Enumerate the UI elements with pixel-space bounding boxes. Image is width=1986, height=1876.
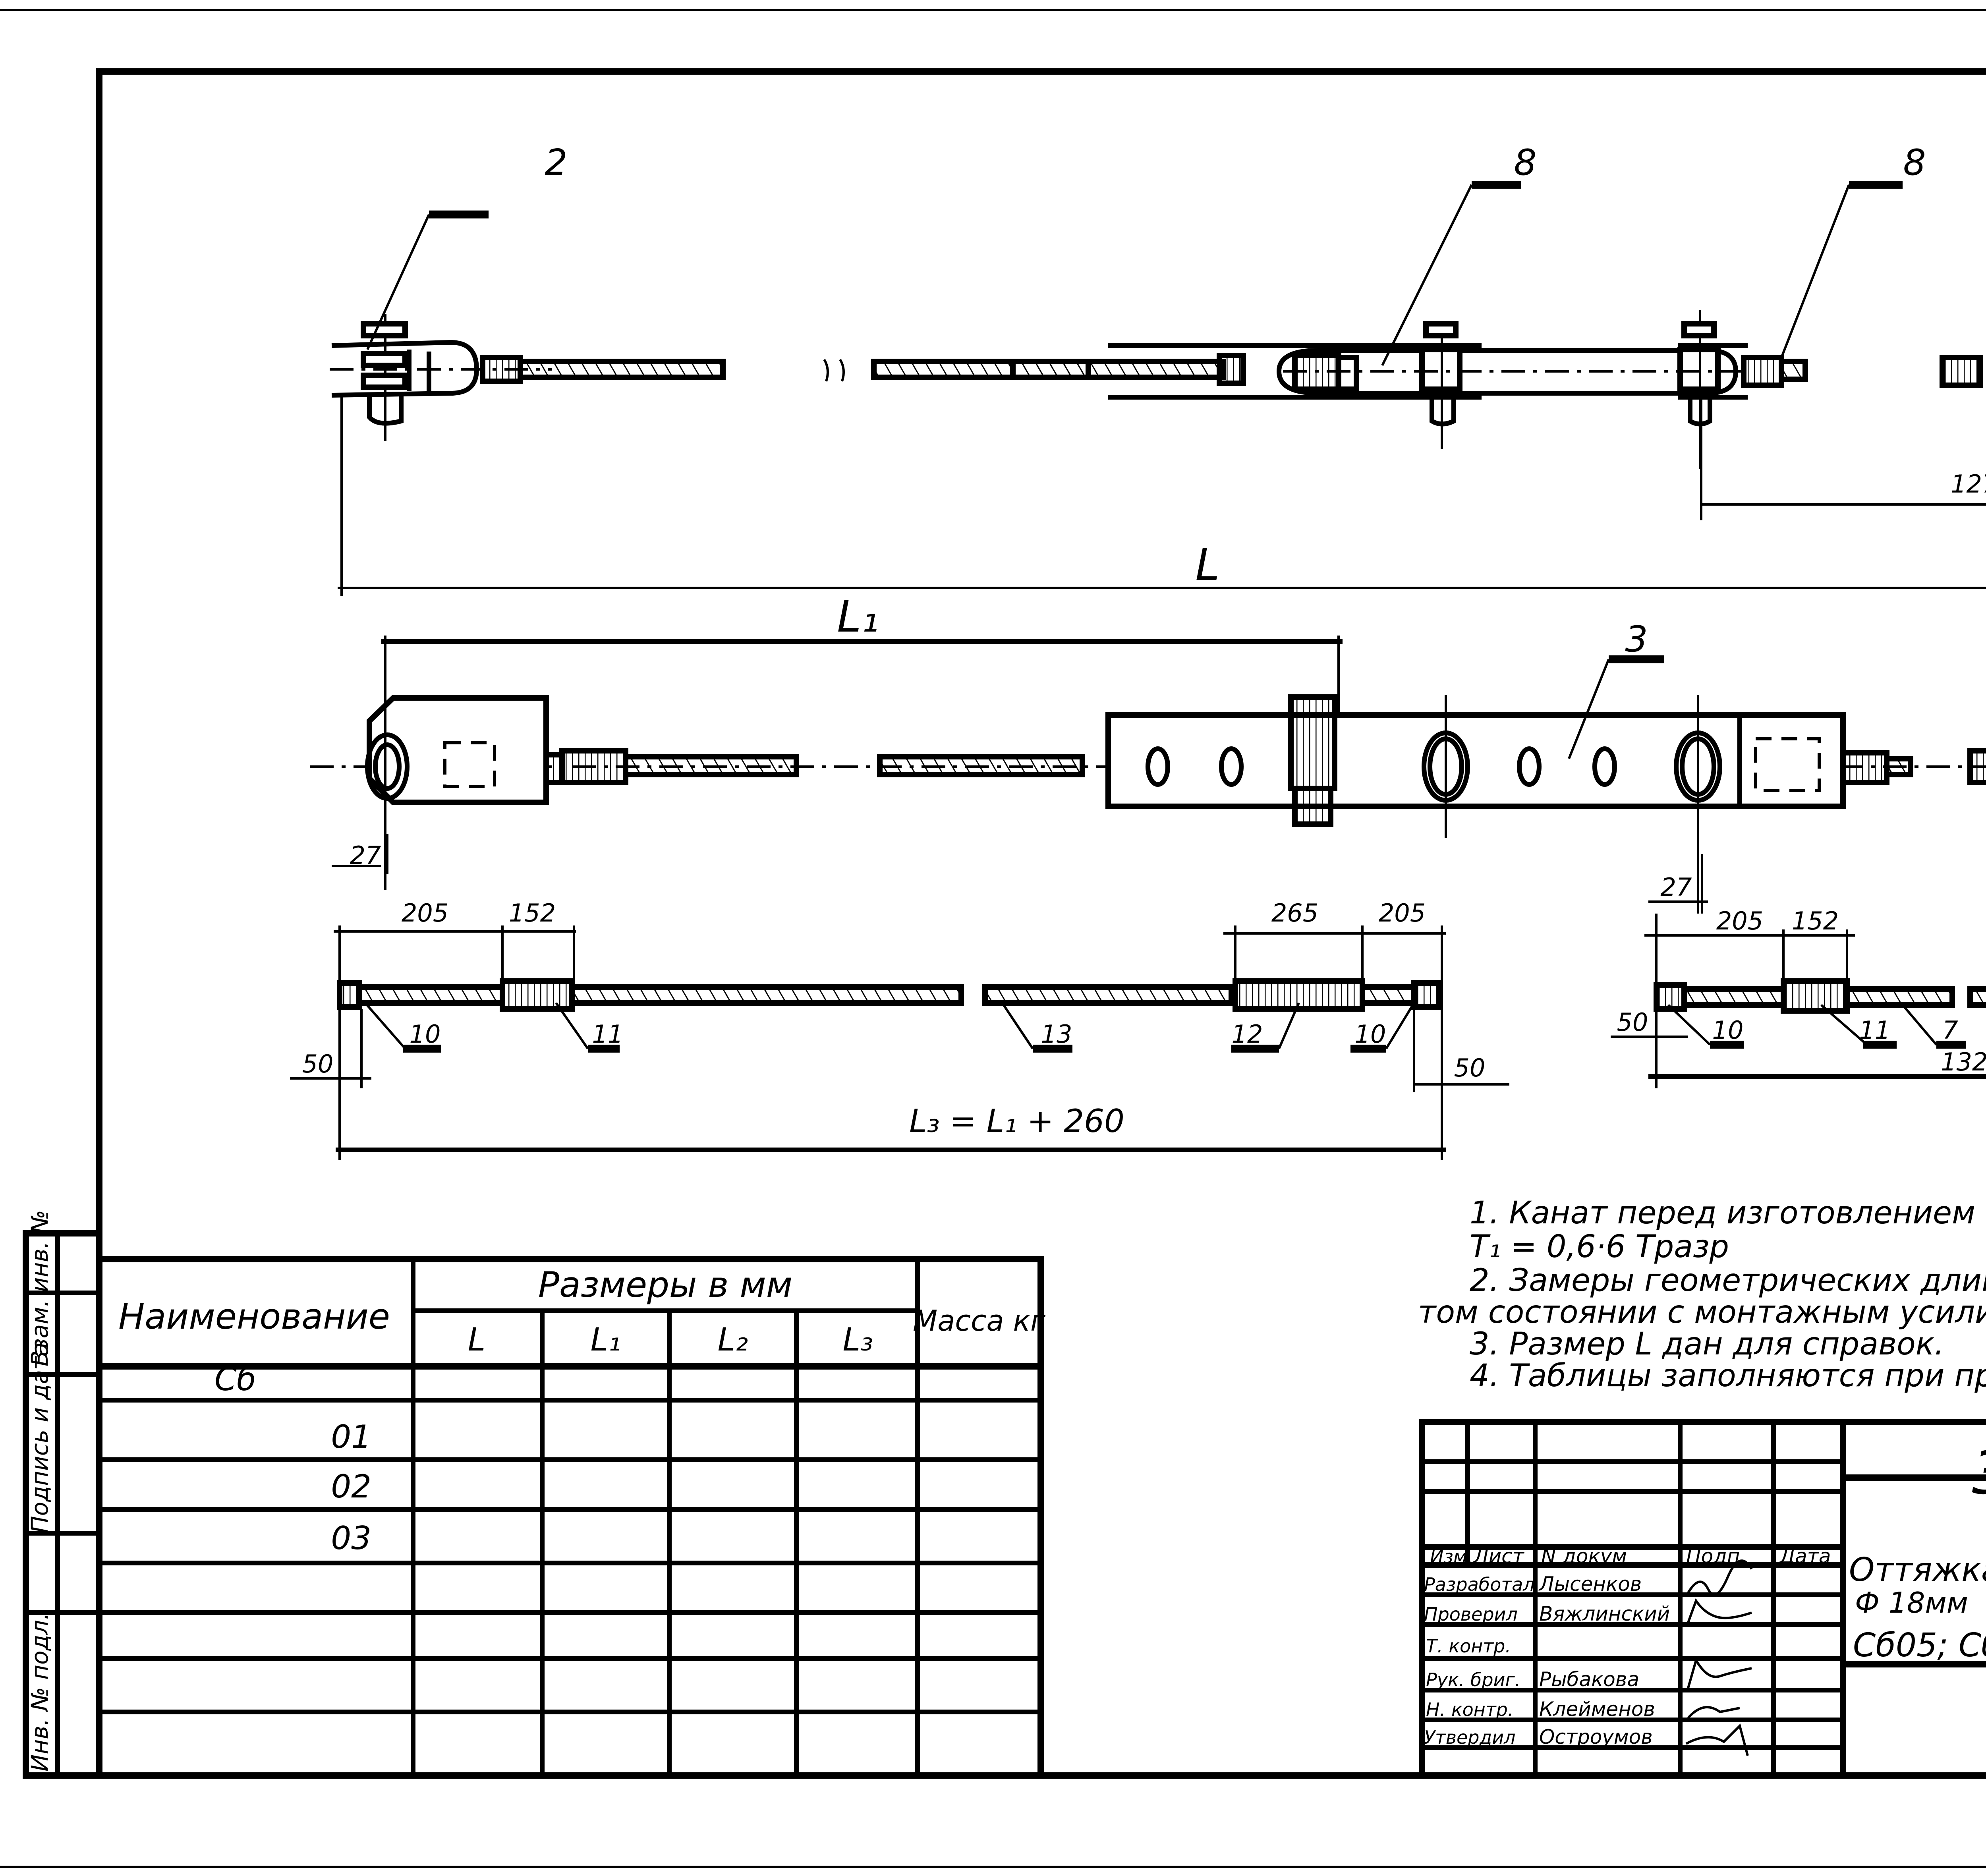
dim-205-left-b: 205 bbox=[1379, 898, 1426, 927]
callout-pos-10-left-a: 10 bbox=[410, 1020, 441, 1049]
note-4: 4. Таблицы заполняются при привязке. bbox=[1470, 1358, 1986, 1394]
dim-205-right-a: 205 bbox=[1716, 906, 1763, 935]
dim-152-left: 152 bbox=[509, 898, 556, 927]
dim-50-left-b: 50 bbox=[1454, 1053, 1486, 1082]
title-line-1: Оттяжка Ф14мм; Ф16,5мм bbox=[1849, 1551, 1986, 1589]
table-header-dimensions: Размеры в мм bbox=[538, 1264, 792, 1305]
name-developed: Лысенков bbox=[1538, 1573, 1642, 1596]
role-checked: Проверил bbox=[1424, 1604, 1518, 1625]
title-line-3: Сб05; Сб06; Сб07 bbox=[1853, 1627, 1986, 1664]
name-approved: Остроумов bbox=[1539, 1725, 1653, 1748]
callout-pos-13: 13 bbox=[1041, 1020, 1072, 1049]
callout-pos-3: 3 bbox=[1625, 618, 1648, 660]
role-approved: Утвердил bbox=[1424, 1727, 1516, 1748]
dim-overall-L: L bbox=[1195, 539, 1219, 590]
name-norm-control: Клейменов bbox=[1539, 1698, 1655, 1721]
dim-1270: 1270 bbox=[1951, 469, 1986, 498]
callout-pos-10-left-b: 10 bbox=[1355, 1020, 1386, 1049]
dim-L1: L₁ bbox=[837, 591, 879, 642]
rope-detail-left: 27 205 152 265 205 50 50 L₃ = L₁ + 260 1… bbox=[290, 834, 1509, 1160]
table-col-L1: L₁ bbox=[591, 1321, 621, 1358]
rope-detail-right: 27 205 152 152 205 27 50 50 1324 10 11 7… bbox=[1611, 854, 1986, 1088]
role-tech-control: Т. контр. bbox=[1426, 1635, 1511, 1657]
callout-pos-10-right-a: 10 bbox=[1712, 1016, 1744, 1045]
dim-1324: 1324 bbox=[1941, 1047, 1986, 1076]
table-row-03: 03 bbox=[331, 1520, 371, 1557]
drawing-designation: 3.604.2-5.1-2КМ bbox=[1972, 1439, 1986, 1508]
table-row-01: 01 bbox=[331, 1418, 371, 1455]
callout-pos-11-left: 11 bbox=[592, 1020, 624, 1049]
side-view-assembly: L₁ 3 2 bbox=[310, 591, 1986, 914]
callout-pos-11-right-a: 11 bbox=[1859, 1016, 1891, 1045]
table-header-name: Наименование bbox=[118, 1296, 390, 1337]
callout-pos-12: 12 bbox=[1232, 1020, 1263, 1049]
signature-scribbles bbox=[1685, 1559, 1753, 1756]
role-developed: Разработал bbox=[1424, 1574, 1535, 1595]
top-view-assembly: 1270 L 2 8 8 8 bbox=[330, 142, 1986, 596]
side-stamp-original-inv: Инв. № подл. bbox=[26, 1613, 53, 1772]
dim-265: 265 bbox=[1271, 898, 1318, 927]
general-notes: 1. Канат перед изготовлением оттяжек выт… bbox=[1418, 1195, 1986, 1394]
title-line-2: Ф 18мм bbox=[1855, 1586, 1968, 1619]
table-header-mass: Масса кг bbox=[913, 1304, 1046, 1337]
dim-L3-formula: L₃ = L₁ + 260 bbox=[909, 1103, 1124, 1140]
col-signature: Подп. bbox=[1686, 1545, 1746, 1568]
title-block: Изм. Лист N докум Подп. Дата Разработал … bbox=[1419, 1419, 1986, 1779]
side-stamp: Взам. инв. № Подпись и дата Инв. № подл. bbox=[23, 1210, 102, 1779]
col-date: Дата bbox=[1779, 1545, 1831, 1568]
role-norm-control: Н. контр. bbox=[1426, 1699, 1513, 1720]
dim-27-left: 27 bbox=[350, 841, 381, 870]
dim-152-right-a: 152 bbox=[1792, 906, 1839, 935]
table-col-L: L bbox=[468, 1321, 486, 1358]
dim-50-right-a: 50 bbox=[1617, 1008, 1648, 1037]
dim-50-left-a: 50 bbox=[302, 1049, 334, 1078]
dimensions-table: Наименование Размеры в мм Масса кг L L₁ … bbox=[96, 1256, 1046, 1779]
callout-pos-8-a: 8 bbox=[1514, 142, 1536, 184]
note-1-line-1: 1. Канат перед изготовлением оттяжек выт… bbox=[1470, 1195, 1986, 1231]
table-col-L3: L₃ bbox=[843, 1321, 873, 1358]
note-1-line-2: T₁ = 0,6·6 Tразр bbox=[1470, 1229, 1729, 1265]
col-izm: Изм. bbox=[1430, 1546, 1473, 1567]
name-team-lead: Рыбакова bbox=[1539, 1668, 1639, 1691]
table-row-sb: Сб bbox=[214, 1361, 256, 1398]
table-col-L2: L₂ bbox=[718, 1321, 748, 1358]
col-doc-number: N докум bbox=[1541, 1545, 1627, 1568]
col-list: Лист bbox=[1473, 1545, 1525, 1568]
side-stamp-replaced-inv: Взам. инв. № bbox=[26, 1210, 53, 1366]
sheet-frame bbox=[0, 9, 1986, 1868]
dim-27-right-a: 27 bbox=[1661, 873, 1692, 902]
name-checked: Вяжлинский bbox=[1539, 1602, 1670, 1625]
callout-pos-7: 7 bbox=[1942, 1016, 1958, 1045]
role-team-lead: Рук. бриг. bbox=[1426, 1669, 1520, 1691]
table-row-02: 02 bbox=[331, 1468, 371, 1505]
callout-pos-8-b: 8 bbox=[1903, 142, 1926, 184]
note-2-line-1: 2. Замеры геометрических длин канатов пр… bbox=[1470, 1263, 1986, 1298]
note-3: 3. Размер L дан для справок. bbox=[1470, 1326, 1944, 1362]
side-stamp-signature-date: Подпись и дата bbox=[26, 1343, 53, 1533]
dim-205-left-a: 205 bbox=[402, 898, 448, 927]
note-2-line-2: том состоянии с монтажным усилием T₀ при… bbox=[1418, 1294, 1986, 1330]
callout-pos-2-top: 2 bbox=[545, 142, 567, 184]
